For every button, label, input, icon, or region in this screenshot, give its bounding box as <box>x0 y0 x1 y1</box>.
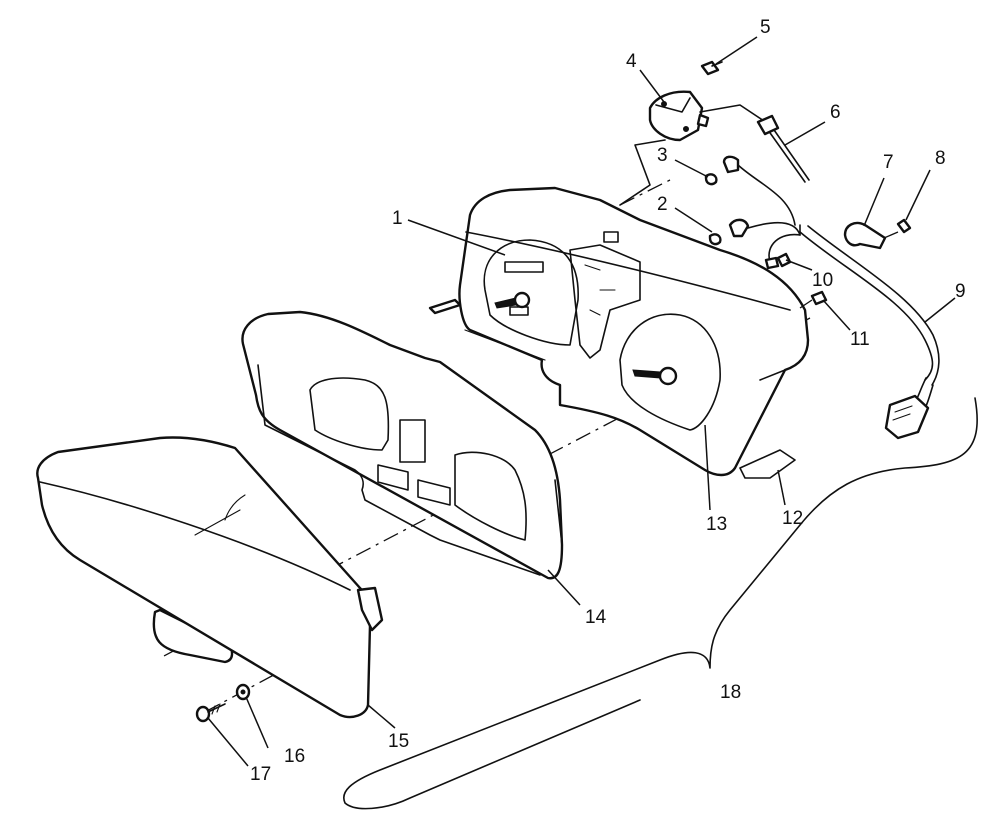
washer <box>235 683 251 701</box>
meter-cover <box>36 436 384 719</box>
screw-11 <box>810 290 828 306</box>
screw-17 <box>195 703 226 723</box>
callout-17: 17 <box>250 764 271 785</box>
callout-9: 9 <box>955 281 966 302</box>
leader-2 <box>674 207 713 233</box>
meter-bezel <box>241 310 564 580</box>
leader-6 <box>784 121 826 146</box>
callout-16: 16 <box>284 746 305 767</box>
bracket-screw <box>700 60 723 76</box>
leader-11 <box>822 299 851 331</box>
callout-12: 12 <box>782 508 803 529</box>
callout-1: 1 <box>392 208 403 229</box>
speedometer-cable <box>756 114 810 183</box>
callout-15: 15 <box>388 731 409 752</box>
leader-1 <box>407 219 506 256</box>
callout-3: 3 <box>657 145 668 166</box>
callout-18: 18 <box>720 682 741 703</box>
bulb-socket-wiring <box>704 155 801 270</box>
mount-bracket <box>619 90 771 206</box>
leader-8 <box>905 169 931 221</box>
callout-6: 6 <box>830 102 841 123</box>
bracket-axis-line <box>619 179 671 206</box>
assembly-bracket <box>343 397 978 810</box>
leader-9 <box>924 297 956 323</box>
leader-14 <box>547 569 581 606</box>
callout-13: 13 <box>706 514 727 535</box>
lamp-holder-10 <box>776 252 792 268</box>
leader-4 <box>639 69 665 103</box>
callout-14: 14 <box>585 607 607 628</box>
leader-17 <box>207 717 249 767</box>
wire-harness <box>799 225 940 440</box>
callout-5: 5 <box>760 17 771 38</box>
callout-2: 2 <box>657 194 668 215</box>
callout-7: 7 <box>883 152 894 173</box>
screw-axis-11 <box>799 299 813 309</box>
harness-clamp <box>843 218 912 250</box>
leader-15 <box>367 704 396 729</box>
leader-5 <box>715 36 758 65</box>
leader-12 <box>777 469 786 506</box>
meter-assembly <box>428 186 810 479</box>
callout-11: 11 <box>850 329 870 350</box>
leader-10 <box>785 259 813 271</box>
callout-8: 8 <box>935 148 946 169</box>
leader-16 <box>245 696 269 749</box>
leader-3 <box>674 159 709 178</box>
callout-10: 10 <box>812 270 833 291</box>
leader-7 <box>863 177 885 227</box>
callout-4: 4 <box>626 51 637 72</box>
leader-13 <box>704 424 711 511</box>
